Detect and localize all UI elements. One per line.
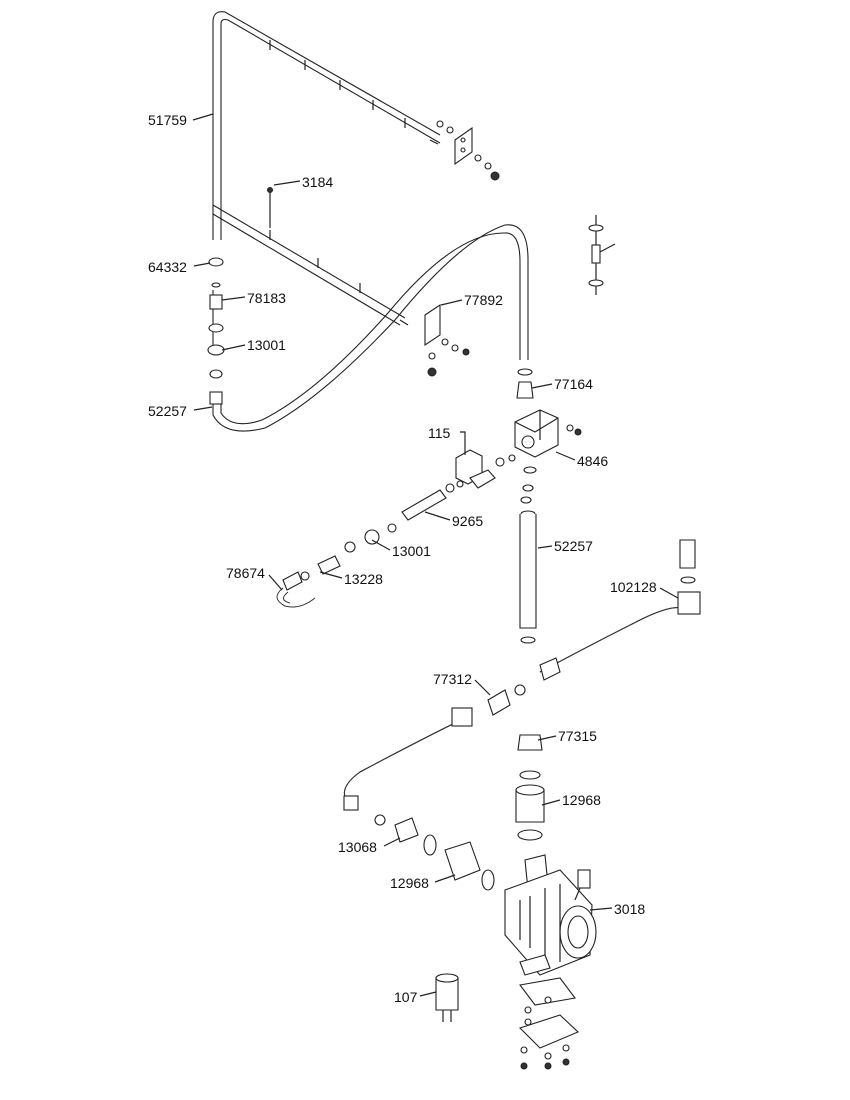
callout-107: 107 bbox=[394, 989, 418, 1005]
callout-13001-mid: 13001 bbox=[392, 543, 431, 559]
callout-78183: 78183 bbox=[247, 290, 286, 306]
callout-12968-right: 12968 bbox=[562, 792, 601, 808]
callout-64332: 64332 bbox=[148, 259, 187, 275]
vertical-pipe-52257 bbox=[519, 510, 537, 644]
nozzle-3184 bbox=[267, 187, 273, 228]
tee-assembly bbox=[514, 368, 582, 504]
corrugated-hose-upper bbox=[539, 539, 701, 673]
upper-bracket bbox=[436, 120, 500, 181]
mid-bracket bbox=[424, 303, 470, 377]
callout-77312: 77312 bbox=[433, 671, 472, 687]
callout-52257-left: 52257 bbox=[148, 403, 187, 419]
callout-115: 115 bbox=[428, 425, 451, 441]
tube-9265 bbox=[401, 480, 464, 521]
leader-lines bbox=[192, 113, 679, 997]
pump-inlet-stack bbox=[515, 734, 545, 841]
callout-52257-mid: 52257 bbox=[554, 538, 593, 554]
callout-78674: 78674 bbox=[226, 565, 265, 581]
part-labels: 51759 3184 64332 78183 77892 13001 52257… bbox=[148, 112, 657, 1005]
callout-3184: 3184 bbox=[302, 174, 333, 190]
capacitor-107 bbox=[435, 973, 459, 1022]
callout-102128: 102128 bbox=[610, 579, 657, 595]
callout-77892: 77892 bbox=[464, 292, 503, 308]
callout-12968-left: 12968 bbox=[390, 875, 429, 891]
hose-clamp-detail bbox=[588, 215, 616, 295]
hose-connectors-77312 bbox=[487, 657, 561, 716]
pump-motor bbox=[504, 854, 597, 976]
callout-77164: 77164 bbox=[554, 376, 593, 392]
solenoid-valve bbox=[455, 449, 516, 489]
callout-9265: 9265 bbox=[452, 513, 483, 529]
wash-arm-frame bbox=[212, 11, 441, 326]
pump-base bbox=[518, 954, 579, 1070]
callout-13001-top: 13001 bbox=[247, 337, 286, 353]
curved-pipe-52257 bbox=[212, 224, 529, 432]
callout-51759: 51759 bbox=[148, 112, 187, 128]
callout-77315: 77315 bbox=[558, 728, 597, 744]
callout-13228: 13228 bbox=[344, 571, 383, 587]
lower-fittings bbox=[374, 814, 495, 891]
callout-3018: 3018 bbox=[614, 901, 645, 917]
callout-13068: 13068 bbox=[338, 839, 377, 855]
inlet-fittings bbox=[276, 523, 397, 608]
left-fitting-stack bbox=[207, 257, 225, 405]
callout-4846: 4846 bbox=[577, 453, 608, 469]
corrugated-hose-lower bbox=[343, 707, 473, 811]
